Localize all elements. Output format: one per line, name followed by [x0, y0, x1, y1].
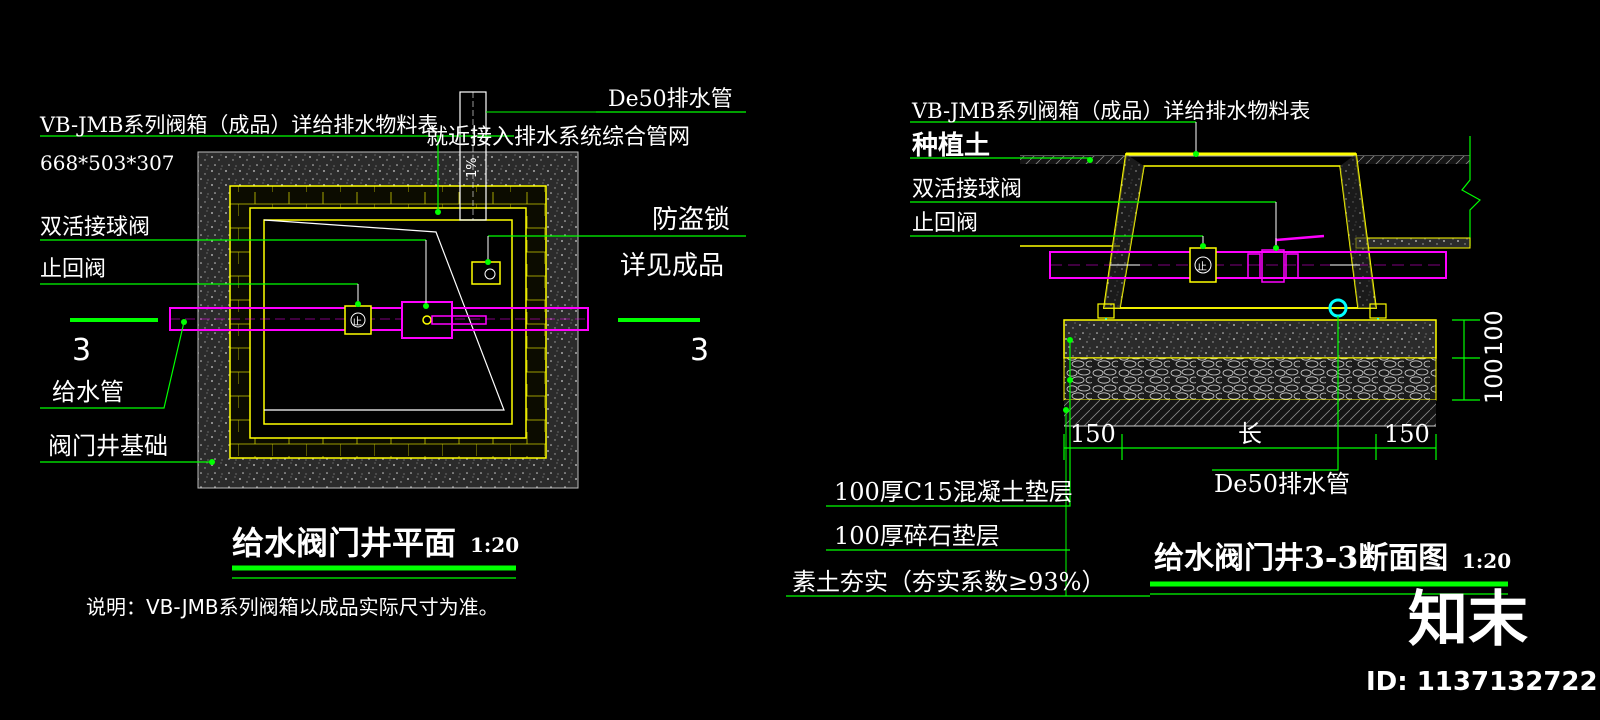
- plan-scale: 1:20: [470, 533, 519, 557]
- dim-left: 150: [1070, 420, 1116, 448]
- dim-right: 150: [1384, 420, 1430, 448]
- water-pipe: [169, 307, 589, 331]
- section-checkvalve-label: 止回阀: [912, 211, 978, 236]
- slope-label: 1%: [465, 157, 480, 178]
- plan-drain-label: De50排水管: [608, 87, 733, 112]
- plan-lock-label-2: 详见成品: [620, 251, 724, 281]
- gravel-layer: [1063, 357, 1437, 401]
- plan-note: 说明：VB-JMB系列阀箱以成品实际尺寸为准。: [86, 595, 499, 619]
- section-view: 止 100 100 150 长: [786, 99, 1511, 597]
- section-mark-right: 3: [690, 333, 709, 368]
- check-valve-icon: [344, 305, 372, 335]
- plan-drain-label-2: 就近接入排水系统综合管网: [426, 125, 690, 150]
- section-ballvalve-label: 双活接球阀: [912, 177, 1022, 202]
- plan-valvebox-label: VB-JMB系列阀箱（成品）详给排水物料表: [39, 113, 438, 137]
- plan-waterpipe-label: 给水管: [52, 378, 124, 406]
- brand-id: ID: 1137132722: [1366, 667, 1598, 697]
- section-ball-valve-icon: [1247, 234, 1325, 283]
- compacted-soil-layer: [1064, 400, 1436, 426]
- section-valve-symbol: 止: [1197, 261, 1207, 273]
- section-drain-label: De50排水管: [1214, 470, 1350, 498]
- plan-lock-label: 防盗锁: [652, 205, 730, 235]
- section-compact-label: 素土夯实（夯实系数≥93%）: [792, 568, 1105, 596]
- plan-foundation-label: 阀门井基础: [48, 432, 168, 460]
- section-concrete-label: 100厚C15混凝土垫层: [834, 478, 1073, 506]
- check-valve-symbol: 止: [352, 316, 362, 328]
- dim-length: 长: [1238, 420, 1262, 448]
- dim-100-top: 100: [1480, 310, 1508, 356]
- plan-title: 给水阀门井平面: [232, 524, 456, 562]
- concrete-layer: [1063, 319, 1437, 359]
- plan-checkvalve-label: 止回阀: [40, 257, 106, 282]
- lock-icon: [471, 261, 501, 285]
- dim-100-bottom: 100: [1480, 358, 1508, 404]
- section-soil-label: 种植土: [912, 131, 990, 161]
- valve-box-inner: [263, 219, 513, 425]
- section-gravel-label: 100厚碎石垫层: [834, 522, 1000, 550]
- section-title: 给水阀门井3-3断面图: [1154, 541, 1448, 576]
- brand-logo: 知末: [1408, 585, 1528, 655]
- section-mark-left: 3: [72, 333, 91, 368]
- plan-view: 1% 止: [39, 87, 746, 619]
- section-check-valve-icon: [1189, 247, 1217, 283]
- plan-size-label: 668*503*307: [40, 151, 175, 175]
- section-scale: 1:20: [1462, 549, 1511, 573]
- plan-ballvalve-label: 双活接球阀: [40, 215, 150, 240]
- section-valvebox-label: VB-JMB系列阀箱（成品）详给排水物料表: [911, 99, 1310, 123]
- valve-box-section: [1102, 152, 1378, 309]
